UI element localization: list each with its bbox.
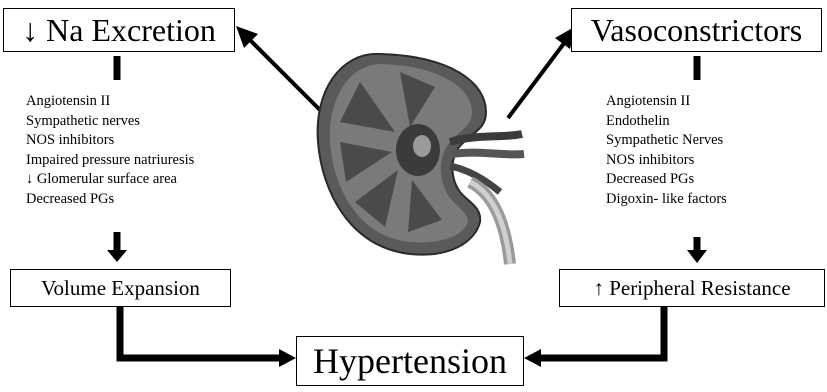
- volume-to-hypertension-connector: [120, 307, 282, 358]
- vasoconstrictors-label: Vasoconstrictors: [591, 14, 803, 46]
- na-excretion-label: ↓ Na Excretion: [22, 14, 216, 46]
- kidney-illustration: [300, 42, 530, 267]
- volume-to-hypertension-arrowhead: [279, 349, 296, 367]
- hypertension-box: Hypertension: [296, 336, 524, 386]
- volume-expansion-box: Volume Expansion: [10, 269, 231, 307]
- resistance-to-hypertension-arrowhead: [524, 349, 541, 367]
- right-factor-item: Decreased PGs: [606, 170, 727, 190]
- left-factor-item: NOS inhibitors: [26, 131, 194, 151]
- right-factor-item: Sympathetic Nerves: [606, 131, 727, 151]
- hypertension-label: Hypertension: [313, 343, 507, 379]
- right-factor-item: NOS inhibitors: [606, 151, 727, 171]
- volume-expansion-label: Volume Expansion: [41, 278, 200, 299]
- left-factor-list: Angiotensin II Sympathetic nerves NOS in…: [26, 92, 194, 209]
- left-factor-item: Sympathetic nerves: [26, 112, 194, 132]
- peripheral-resistance-box: ↑ Peripheral Resistance: [559, 269, 825, 307]
- right-factor-item: Digoxin- like factors: [606, 190, 727, 210]
- peripheral-resistance-label: ↑ Peripheral Resistance: [593, 278, 790, 299]
- left-down-arrowhead: [107, 250, 127, 262]
- right-factor-item: Endothelin: [606, 112, 727, 132]
- left-factor-item: Angiotensin II: [26, 92, 194, 112]
- right-down-arrowhead: [687, 250, 707, 263]
- left-factor-item: Impaired pressure natriuresis: [26, 151, 194, 171]
- resistance-to-hypertension-connector: [538, 307, 664, 358]
- right-factor-list: Angiotensin II Endothelin Sympathetic Ne…: [606, 92, 727, 209]
- left-factor-item: ↓ Glomerular surface area: [26, 170, 194, 190]
- vasoconstrictors-box: Vasoconstrictors: [571, 8, 822, 52]
- left-factor-item: Decreased PGs: [26, 190, 194, 210]
- na-excretion-box: ↓ Na Excretion: [3, 8, 235, 52]
- right-factor-item: Angiotensin II: [606, 92, 727, 112]
